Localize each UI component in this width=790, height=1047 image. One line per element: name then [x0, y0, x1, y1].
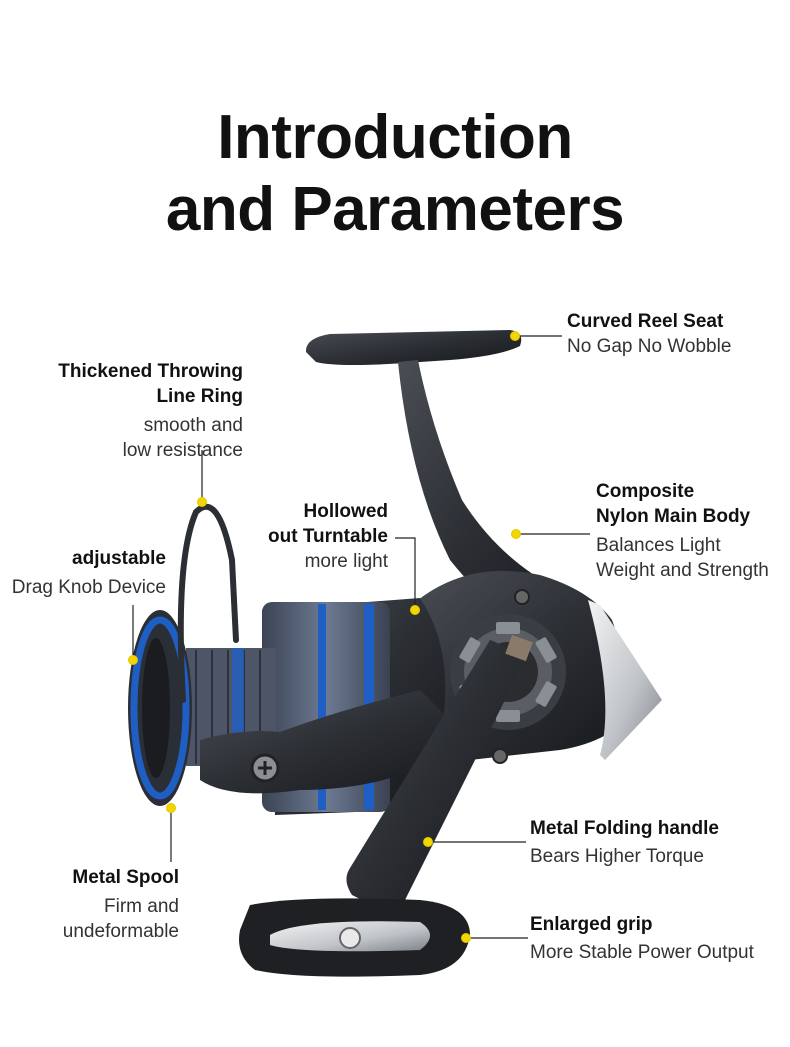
dot-throwing-ring — [197, 497, 207, 507]
dot-reel-seat — [510, 331, 520, 341]
label-hollowed-turntable: Hollowed out Turntable more light — [268, 501, 388, 572]
page-title-line-1: Introduction — [217, 103, 573, 172]
dot-enlarged-grip — [461, 933, 471, 943]
bail-wire — [177, 503, 239, 703]
label-composite-body: Composite Nylon Main Body Balances Light… — [596, 481, 769, 581]
page-title-line-2: and Parameters — [165, 175, 625, 244]
dot-turntable — [410, 605, 420, 615]
label-folding-handle: Metal Folding handle Bears Higher Torque — [530, 818, 719, 867]
label-throwing-ring: Thickened Throwing Line Ring smooth and … — [58, 361, 243, 461]
dot-folding-handle — [423, 837, 433, 847]
reel-seat — [305, 330, 522, 365]
dot-metal-spool — [166, 803, 176, 813]
label-enlarged-grip: Enlarged grip More Stable Power Output — [530, 914, 754, 963]
body-cap — [588, 600, 662, 760]
label-drag-knob: adjustable Drag Knob Device — [11, 548, 166, 598]
dot-drag-knob — [128, 655, 138, 665]
label-curved-reel-seat: Curved Reel Seat No Gap No Wobble — [567, 311, 732, 357]
label-metal-spool: Metal Spool Firm and undeformable — [62, 867, 179, 942]
handle-arm — [346, 640, 516, 909]
dot-main-body — [511, 529, 521, 539]
